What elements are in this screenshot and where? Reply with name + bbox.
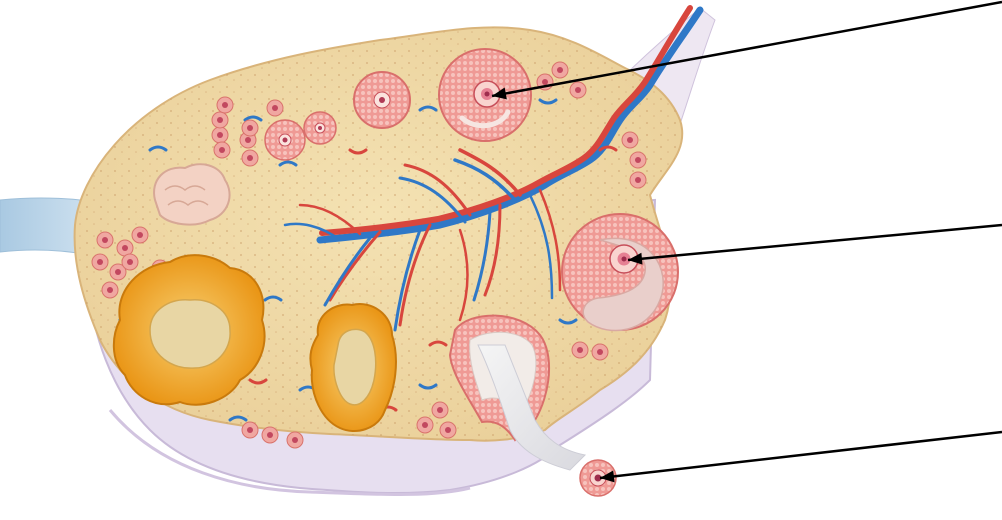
primordial-follicle <box>592 344 608 360</box>
primordial-follicle <box>432 402 448 418</box>
primordial-follicle <box>572 342 588 358</box>
vesicular-follicle <box>562 214 678 331</box>
leader-line-2 <box>628 225 1002 260</box>
primordial-follicle <box>287 432 303 448</box>
primordial-follicle <box>102 282 118 298</box>
secondary-follicle <box>439 49 531 141</box>
corpus-luteum-middle <box>310 304 396 431</box>
primordial-follicle <box>242 150 258 166</box>
primordial-follicle <box>214 142 230 158</box>
primordial-follicle <box>440 422 456 438</box>
follicle-small-2 <box>304 112 336 144</box>
primordial-follicle <box>570 82 586 98</box>
primordial-follicle <box>242 120 258 136</box>
primordial-follicle <box>212 112 228 128</box>
follicle-small-1 <box>265 120 305 160</box>
corpus-albicans <box>154 164 230 224</box>
primordial-follicle <box>552 62 568 78</box>
primordial-follicle <box>132 227 148 243</box>
primordial-follicle <box>122 254 138 270</box>
primordial-follicle <box>217 97 233 113</box>
primordial-follicle <box>212 127 228 143</box>
primordial-follicle <box>92 254 108 270</box>
primordial-follicle <box>417 417 433 433</box>
leader-line-3 <box>600 432 1002 478</box>
primordial-follicle <box>267 100 283 116</box>
primordial-follicle <box>242 422 258 438</box>
primordial-follicle <box>630 172 646 188</box>
primordial-follicle <box>262 427 278 443</box>
primordial-follicle <box>622 132 638 148</box>
primordial-follicle <box>630 152 646 168</box>
primordial-follicle <box>97 232 113 248</box>
follicle-medium <box>354 72 410 128</box>
